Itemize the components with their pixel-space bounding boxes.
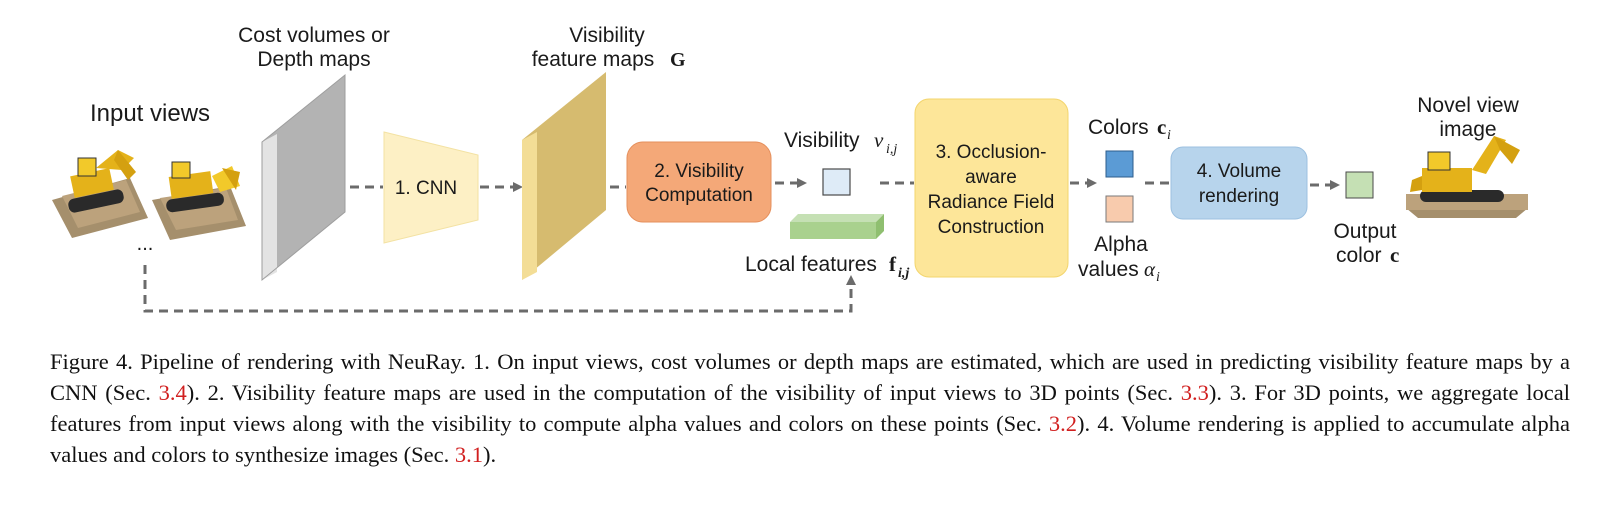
alpha-label-line1: Alpha	[1094, 233, 1148, 256]
visibility-maps-label-line1: Visibility	[569, 24, 645, 47]
volume-rendering-box	[1170, 146, 1308, 220]
output-color-label-line1: Output	[1333, 220, 1396, 243]
output-color-square	[1345, 171, 1374, 199]
caption-text-3: ). 3. For 3D points, we aggregate local …	[50, 380, 1570, 436]
alpha-square	[1105, 195, 1134, 223]
visibility-maps-symbol: G	[670, 49, 686, 71]
output-color-label-line2: color	[1336, 244, 1382, 267]
novel-view-label-line2: image	[1439, 118, 1496, 141]
input-view-image-1	[52, 150, 148, 238]
radiance-field-label-line2: aware	[965, 167, 1017, 188]
visibility-computation-label-line2: Computation	[645, 185, 753, 206]
volume-rendering-label-line1: 4. Volume	[1197, 161, 1282, 182]
visibility-symbol: v	[874, 128, 884, 152]
caption-text-5: ).	[483, 442, 497, 467]
visibility-square	[822, 168, 851, 196]
local-features-subscript: i,j	[898, 266, 909, 281]
caption-ref-2[interactable]: 3.3	[1180, 380, 1209, 405]
cost-volume-slab	[261, 73, 346, 282]
visibility-computation-label-line1: 2. Visibility	[654, 161, 744, 182]
cnn-block	[383, 131, 479, 244]
novel-view-image	[1406, 136, 1528, 218]
radiance-field-box	[914, 98, 1069, 278]
visibility-feature-map-slab	[522, 72, 606, 280]
visibility-maps-label-line2: feature maps	[532, 48, 655, 71]
cost-volumes-label-line2: Depth maps	[257, 48, 370, 71]
colors-square	[1105, 150, 1134, 178]
alpha-label-line2: values	[1078, 258, 1139, 281]
caption-ref-1[interactable]: 3.4	[158, 380, 187, 405]
arrow-input-to-local-features	[143, 265, 856, 313]
pipeline-diagram: Input views ... Cost volumes or Depth ma…	[52, 24, 1528, 313]
colors-label: Colors	[1088, 116, 1149, 139]
cost-volumes-label-line1: Cost volumes or	[238, 24, 390, 47]
input-views-label: Input views	[90, 100, 210, 127]
output-color-symbol: c	[1390, 243, 1399, 267]
caption-text-2: ). 2. Visibility feature maps are used i…	[186, 380, 1181, 405]
alpha-subscript: i	[1156, 270, 1160, 285]
caption-text-1: Figure 4. Pipeline of rendering with Neu…	[50, 349, 1570, 405]
local-features-bar	[790, 214, 884, 239]
more-views-ellipsis: ...	[137, 233, 154, 255]
cnn-label: 1. CNN	[395, 178, 457, 199]
visibility-computation-box	[626, 141, 772, 223]
visibility-label: Visibility	[784, 129, 860, 152]
caption-ref-3[interactable]: 3.2	[1048, 411, 1078, 436]
novel-view-label-line1: Novel view	[1417, 94, 1519, 117]
local-features-symbol: f	[889, 252, 897, 276]
radiance-field-label-line1: 3. Occlusion-	[936, 142, 1047, 163]
radiance-field-label-line4: Construction	[938, 217, 1045, 238]
input-view-image-2	[152, 161, 246, 240]
figure-caption: Figure 4. Pipeline of rendering with Neu…	[50, 346, 1570, 470]
caption-text-4: ). 4. Volume rendering is applied to acc…	[50, 411, 1570, 467]
radiance-field-label-line3: Radiance Field	[928, 192, 1055, 213]
alpha-symbol: α	[1144, 257, 1156, 281]
volume-rendering-label-line2: rendering	[1199, 186, 1279, 207]
caption-ref-4[interactable]: 3.1	[454, 442, 484, 467]
colors-subscript: i	[1167, 128, 1171, 143]
visibility-subscript: i,j	[886, 142, 897, 157]
local-features-label: Local features	[745, 253, 877, 276]
colors-symbol: c	[1157, 115, 1166, 139]
